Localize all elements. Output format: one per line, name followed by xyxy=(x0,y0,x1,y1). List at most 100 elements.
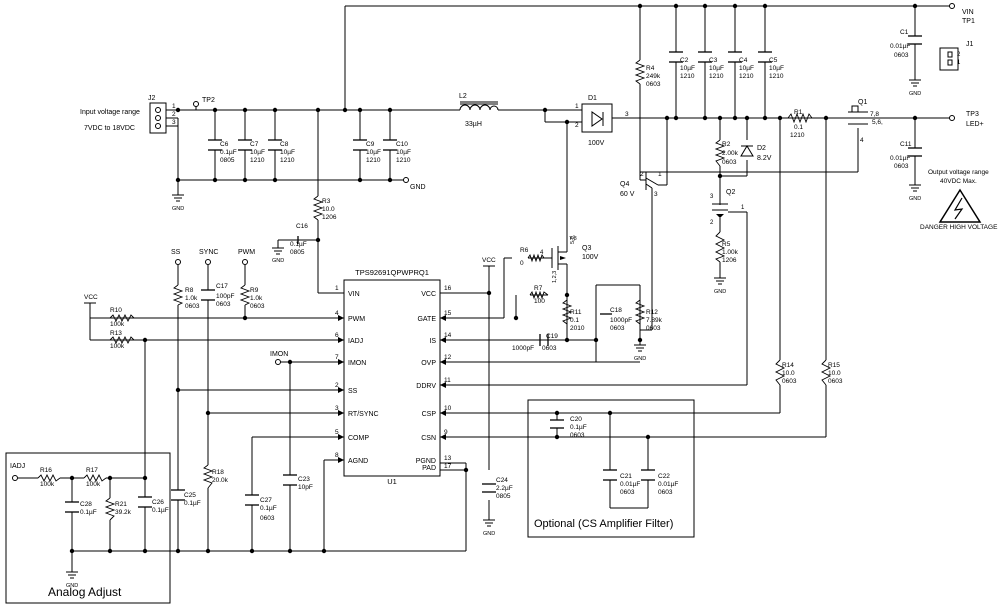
net-iadj: IADJ xyxy=(10,463,25,470)
svg-text:0603: 0603 xyxy=(722,159,737,166)
svg-text:0603: 0603 xyxy=(782,378,797,385)
pin-num-9: 9 xyxy=(444,429,448,436)
svg-text:10pF: 10pF xyxy=(298,484,313,491)
resistor-symbols xyxy=(37,59,832,521)
svg-text:C27: C27 xyxy=(260,497,272,504)
svg-text:249k: 249k xyxy=(646,73,661,80)
pin-num-6: 6 xyxy=(335,332,339,339)
r6-label: R60 xyxy=(520,247,529,267)
gnd-lbl-6: GND xyxy=(634,356,646,362)
q1-pins-a: 5,6, xyxy=(872,119,883,126)
d1-ref: D1 xyxy=(588,95,597,102)
svg-text:R18: R18 xyxy=(212,469,224,476)
svg-text:C6: C6 xyxy=(220,141,229,148)
svg-text:0603: 0603 xyxy=(894,52,909,59)
led-plus-label: LED+ xyxy=(966,121,984,128)
svg-text:39.2k: 39.2k xyxy=(115,509,132,516)
svg-text:R2: R2 xyxy=(722,141,731,148)
svg-text:C18: C18 xyxy=(610,307,622,314)
svg-text:0.1µF: 0.1µF xyxy=(220,149,237,156)
svg-text:C1: C1 xyxy=(900,29,909,36)
svg-text:C19: C19 xyxy=(546,333,558,340)
svg-text:R17: R17 xyxy=(86,467,98,474)
svg-text:10.0: 10.0 xyxy=(828,370,841,377)
pin-num-4: 4 xyxy=(335,310,339,317)
svg-text:1.00k: 1.00k xyxy=(722,249,739,256)
svg-text:1.0k: 1.0k xyxy=(250,295,263,302)
j1-label: J1 xyxy=(966,41,974,48)
net-pwm: PWM xyxy=(238,249,255,256)
pin-num-7: 7 xyxy=(335,354,339,361)
svg-text:0603: 0603 xyxy=(570,432,585,439)
svg-text:R11: R11 xyxy=(570,309,582,316)
pin-name-iadj: IADJ xyxy=(348,338,363,345)
svg-text:C8: C8 xyxy=(280,141,289,148)
wires xyxy=(18,5,950,572)
svg-text:0.1µF: 0.1µF xyxy=(80,509,97,516)
q3-ref: Q3 xyxy=(582,245,591,252)
svg-text:C11: C11 xyxy=(900,141,912,148)
q2-ref: Q2 xyxy=(726,189,735,196)
svg-text:2.00k: 2.00k xyxy=(722,150,739,157)
pin-name-ss: SS xyxy=(348,388,358,395)
svg-text:C17: C17 xyxy=(216,283,228,290)
q3-pins-s: 1,2,3 xyxy=(552,271,558,283)
svg-text:10.0: 10.0 xyxy=(782,370,795,377)
j2-pin-3: 3 xyxy=(172,119,176,126)
net-sync: SYNC xyxy=(199,249,218,256)
svg-text:0603: 0603 xyxy=(610,325,625,332)
svg-text:0603: 0603 xyxy=(250,303,265,310)
svg-text:1210: 1210 xyxy=(739,73,754,80)
svg-text:10µF: 10µF xyxy=(769,65,784,72)
gnd-lbl-4: GND xyxy=(909,91,921,97)
l2-value: 33µH xyxy=(465,121,482,128)
capacitor-symbols xyxy=(65,35,922,513)
svg-text:0603: 0603 xyxy=(542,345,557,352)
gnd-lbl-2: GND xyxy=(272,258,284,264)
svg-text:R8: R8 xyxy=(185,287,194,294)
svg-text:10µF: 10µF xyxy=(366,149,381,156)
svg-text:10µF: 10µF xyxy=(709,65,724,72)
pin-name-ovp: OVP xyxy=(421,360,436,367)
cs-filter-title: Optional (CS Amplifier Filter) xyxy=(534,518,673,530)
d2-value: 8.2V xyxy=(757,155,772,162)
pin-num-1: 1 xyxy=(335,285,339,292)
q3-value: 100V xyxy=(582,254,599,261)
svg-text:10µF: 10µF xyxy=(250,149,265,156)
svg-text:1210: 1210 xyxy=(790,132,805,139)
svg-text:100k: 100k xyxy=(40,481,55,488)
analog-adjust-title: Analog Adjust xyxy=(48,585,122,599)
pin-num-8: 8 xyxy=(335,452,339,459)
svg-text:10µF: 10µF xyxy=(280,149,295,156)
svg-text:1000pF: 1000pF xyxy=(610,317,632,324)
svg-text:0805: 0805 xyxy=(496,493,511,500)
pin-num-16: 16 xyxy=(444,285,452,292)
q3-pins-d2: 7,8 xyxy=(569,236,577,242)
svg-text:C4: C4 xyxy=(739,57,748,64)
svg-text:0.01µF: 0.01µF xyxy=(658,481,678,488)
svg-text:0.1: 0.1 xyxy=(570,317,579,324)
pin-name-pgnd: PGND xyxy=(416,458,436,465)
pin-num-15: 15 xyxy=(444,310,452,317)
pin-num-10: 10 xyxy=(444,405,452,412)
d2-ref: D2 xyxy=(757,145,766,152)
svg-text:2: 2 xyxy=(640,171,644,178)
pin-name-pad: PAD xyxy=(422,465,436,472)
svg-text:0.01µF: 0.01µF xyxy=(620,481,640,488)
svg-text:10.0: 10.0 xyxy=(322,206,335,213)
